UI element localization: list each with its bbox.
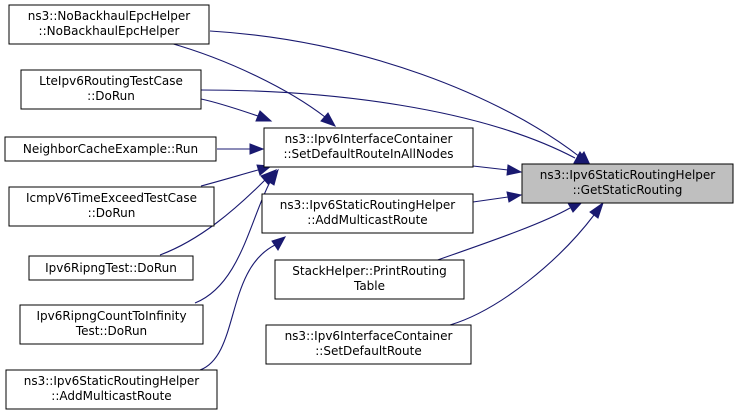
node-addmulticastroute-mid-line-1: ns3::Ipv6StaticRoutingHelper — [280, 198, 456, 212]
node-getstaticrouting[interactable]: ns3::Ipv6StaticRoutingHelper ::GetStatic… — [521, 163, 734, 204]
node-ipv6ripngcounttoinfinitytest-line-2: Test::DoRun — [75, 324, 147, 338]
node-lteipv6routingtestcase-line-1: LteIpv6RoutingTestCase — [39, 74, 183, 88]
node-nobackhaulepchelper-line-1: ns3::NoBackhaulEpcHelper — [28, 9, 190, 23]
node-addmulticastroute-mid[interactable]: ns3::Ipv6StaticRoutingHelper ::AddMultic… — [261, 193, 474, 234]
node-icmpv6timeexceedtestcase-line-1: IcmpV6TimeExceedTestCase — [26, 191, 197, 205]
node-setdefaultrouteinallnodes-line-1: ns3::Ipv6InterfaceContainer — [285, 132, 453, 146]
edge-neighborcache-to-setdefaultall — [217, 143, 265, 155]
node-nobackhaulepchelper-line-2: ::NoBackhaulEpcHelper — [39, 24, 180, 38]
node-getstaticrouting-line-1: ns3::Ipv6StaticRoutingHelper — [540, 168, 716, 182]
node-setdefaultrouteinallnodes[interactable]: ns3::Ipv6InterfaceContainer ::SetDefault… — [263, 127, 474, 168]
node-addmulticastroute-left-line-1: ns3::Ipv6StaticRoutingHelper — [24, 374, 200, 388]
edge-setdefaultall-to-getstaticrouting — [472, 164, 523, 176]
node-ipv6ripngcounttoinfinitytest-line-1: Ipv6RipngCountToInfinity — [36, 309, 186, 323]
node-layer: ns3::Ipv6StaticRoutingHelper ::GetStatic… — [4, 4, 734, 410]
edge-setdefault-to-getstaticrouting — [449, 201, 604, 326]
node-nobackhaulepchelper[interactable]: ns3::NoBackhaulEpcHelper ::NoBackhaulEpc… — [8, 4, 210, 45]
edge-addmulticastmid-to-getstaticrouting — [472, 191, 523, 203]
node-ipv6ripngcounttoinfinitytest[interactable]: Ipv6RipngCountToInfinity Test::DoRun — [19, 304, 204, 345]
node-setdefaultroute-line-2: ::SetDefaultRoute — [315, 344, 421, 358]
node-setdefaultrouteinallnodes-line-2: ::SetDefaultRouteInAllNodes — [283, 147, 453, 161]
node-ipv6ripngtest[interactable]: Ipv6RipngTest::DoRun — [28, 255, 194, 281]
node-stackhelper-printroutingtable-line-2: Table — [353, 279, 385, 293]
node-lteipv6routingtestcase[interactable]: LteIpv6RoutingTestCase ::DoRun — [20, 69, 202, 110]
edge-lteipv6-to-setdefaultall — [200, 98, 273, 122]
node-neighborcacheexample[interactable]: NeighborCacheExample::Run — [4, 136, 217, 162]
node-stackhelper-printroutingtable[interactable]: StackHelper::PrintRouting Table — [274, 259, 465, 300]
node-icmpv6timeexceedtestcase-line-2: ::DoRun — [88, 206, 136, 220]
node-addmulticastroute-left-line-2: ::AddMulticastRoute — [51, 389, 171, 403]
edge-addmulticastleft-to-addmulticastmid — [199, 236, 287, 371]
node-setdefaultroute-line-1: ns3::Ipv6InterfaceContainer — [285, 329, 453, 343]
edge-nobackhaul-to-setdefaultall — [169, 42, 337, 127]
node-addmulticastroute-mid-line-2: ::AddMulticastRoute — [307, 213, 427, 227]
edge-icmpv6-to-setdefaultall — [200, 164, 273, 187]
node-setdefaultroute[interactable]: ns3::Ipv6InterfaceContainer ::SetDefault… — [265, 324, 472, 365]
node-ipv6ripngtest-line-1: Ipv6RipngTest::DoRun — [45, 261, 177, 275]
node-icmpv6timeexceedtestcase[interactable]: IcmpV6TimeExceedTestCase ::DoRun — [8, 186, 215, 227]
edge-layer — [159, 30, 604, 371]
node-neighborcacheexample-line-1: NeighborCacheExample::Run — [23, 142, 198, 156]
node-getstaticrouting-line-2: ::GetStaticRouting — [573, 183, 683, 197]
node-addmulticastroute-left[interactable]: ns3::Ipv6StaticRoutingHelper ::AddMultic… — [5, 369, 218, 410]
node-lteipv6routingtestcase-line-2: ::DoRun — [87, 89, 135, 103]
node-stackhelper-printroutingtable-line-1: StackHelper::PrintRouting — [292, 264, 446, 278]
